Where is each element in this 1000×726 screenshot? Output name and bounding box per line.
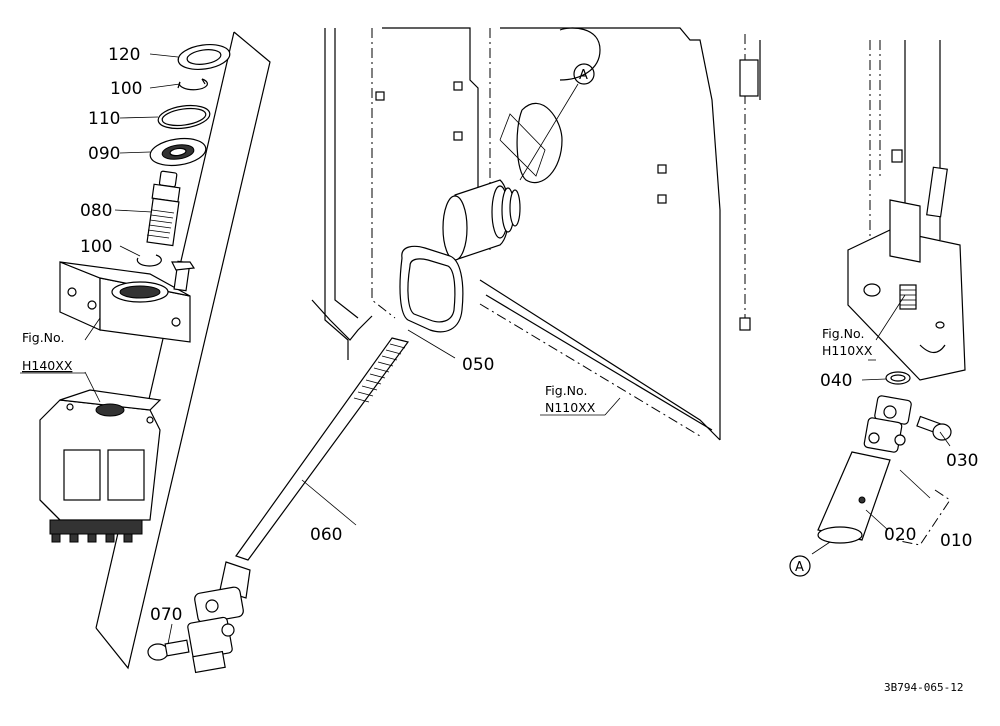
cab-panel: [311, 27, 761, 441]
shaft-060: [235, 337, 410, 561]
label-020: 020: [884, 525, 916, 545]
circlip-100-bottom: [136, 254, 162, 267]
left-leaders: [84, 53, 181, 403]
bolt-030: [916, 415, 952, 441]
circlip-100-top: [177, 78, 208, 91]
connector-a-bottom-letter: A: [795, 560, 804, 575]
label-090: 090: [88, 144, 120, 164]
label-080: 080: [80, 201, 112, 221]
steering-unit: [39, 389, 162, 543]
label-fig-h140-code: H140XX: [22, 358, 73, 373]
label-100-top: 100: [110, 79, 142, 99]
label-fig-n110-prefix: Fig.No.: [545, 383, 587, 398]
drawing-code: 3B794-065-12: [884, 681, 963, 694]
label-030: 030: [946, 451, 978, 471]
ujoint-020: [817, 395, 912, 544]
label-fig-n110-code: N110XX: [545, 400, 596, 415]
label-060: 060: [310, 525, 342, 545]
connector-a-top-letter: A: [579, 68, 588, 83]
bracket-h140: [59, 260, 196, 343]
ring-110: [157, 104, 211, 130]
shaft-080: [146, 170, 181, 247]
label-050: 050: [462, 355, 494, 375]
ujoint-070: [147, 561, 251, 674]
seal-120: [177, 43, 231, 71]
bracket-h110: [847, 199, 966, 381]
ring-040: [885, 371, 911, 385]
label-010: 010: [940, 531, 972, 551]
connector-a-bottom: A: [789, 555, 811, 577]
label-040: 040: [820, 371, 852, 391]
label-fig-h140-prefix: Fig.No.: [22, 330, 64, 345]
label-100-bottom: 100: [80, 237, 112, 257]
right-leaders: [811, 294, 951, 555]
connector-a-top: A: [573, 63, 595, 85]
center-leaders: [167, 83, 621, 645]
label-070: 070: [150, 605, 182, 625]
bolt-070: [147, 639, 190, 661]
label-110: 110: [88, 109, 120, 129]
label-fig-h110-code: H110XX: [822, 343, 873, 358]
right-column: [869, 40, 948, 300]
label-fig-h110-prefix: Fig.No.: [822, 326, 864, 341]
boot-050: [399, 179, 521, 333]
label-120: 120: [108, 45, 140, 65]
bearing-090: [149, 137, 207, 167]
